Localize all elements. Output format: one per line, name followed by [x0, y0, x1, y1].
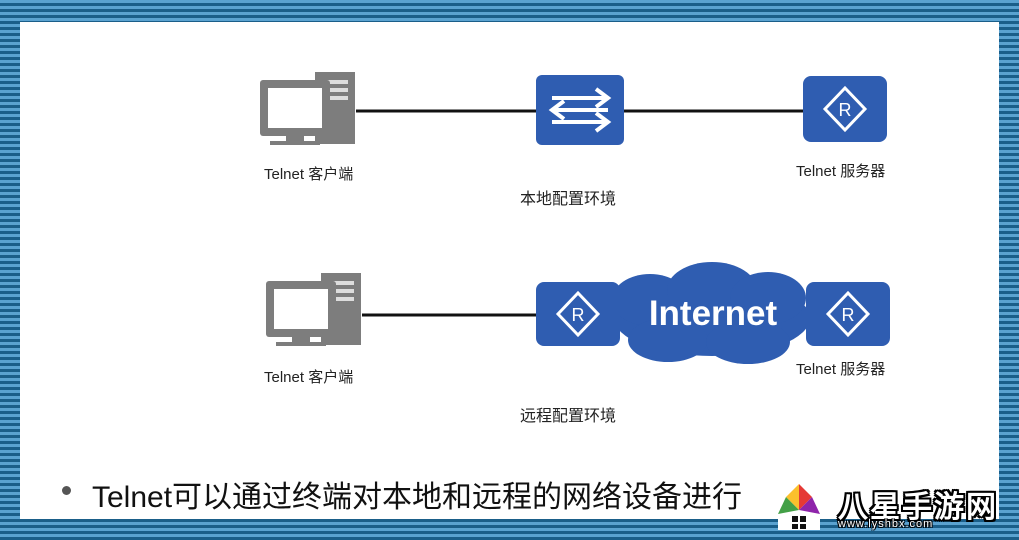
- bullet-dot: [62, 486, 71, 495]
- computer-icon: [260, 72, 355, 145]
- svg-text:R: R: [842, 305, 855, 325]
- remote-env-label: 远程配置环境: [520, 408, 617, 425]
- svg-text:R: R: [572, 305, 585, 325]
- local-env-label: 本地配置环境: [520, 191, 617, 208]
- remote-server-label: Telnet 服务器: [796, 361, 886, 378]
- router-icon: R: [806, 282, 890, 346]
- logo-name: 八星手游网: [838, 491, 998, 524]
- computer-icon: [266, 273, 361, 346]
- local-server-label: Telnet 服务器: [796, 163, 886, 180]
- logo-icon: [770, 482, 828, 530]
- switch-icon: [536, 75, 624, 145]
- site-logo: 八星手游网 www.lyshbx.com: [768, 478, 1014, 536]
- router-icon: R: [803, 76, 887, 142]
- bullet-text: Telnet可以通过终端对本地和远程的网络设备进行: [92, 481, 743, 514]
- internet-cloud-label: Internet: [648, 294, 778, 333]
- internet-cloud-icon: [612, 262, 810, 364]
- remote-client-label: Telnet 客户端: [264, 369, 354, 386]
- router-icon: R: [536, 282, 620, 346]
- svg-text:R: R: [839, 100, 852, 120]
- local-client-label: Telnet 客户端: [264, 166, 354, 183]
- logo-url: www.lyshbx.com: [838, 518, 934, 530]
